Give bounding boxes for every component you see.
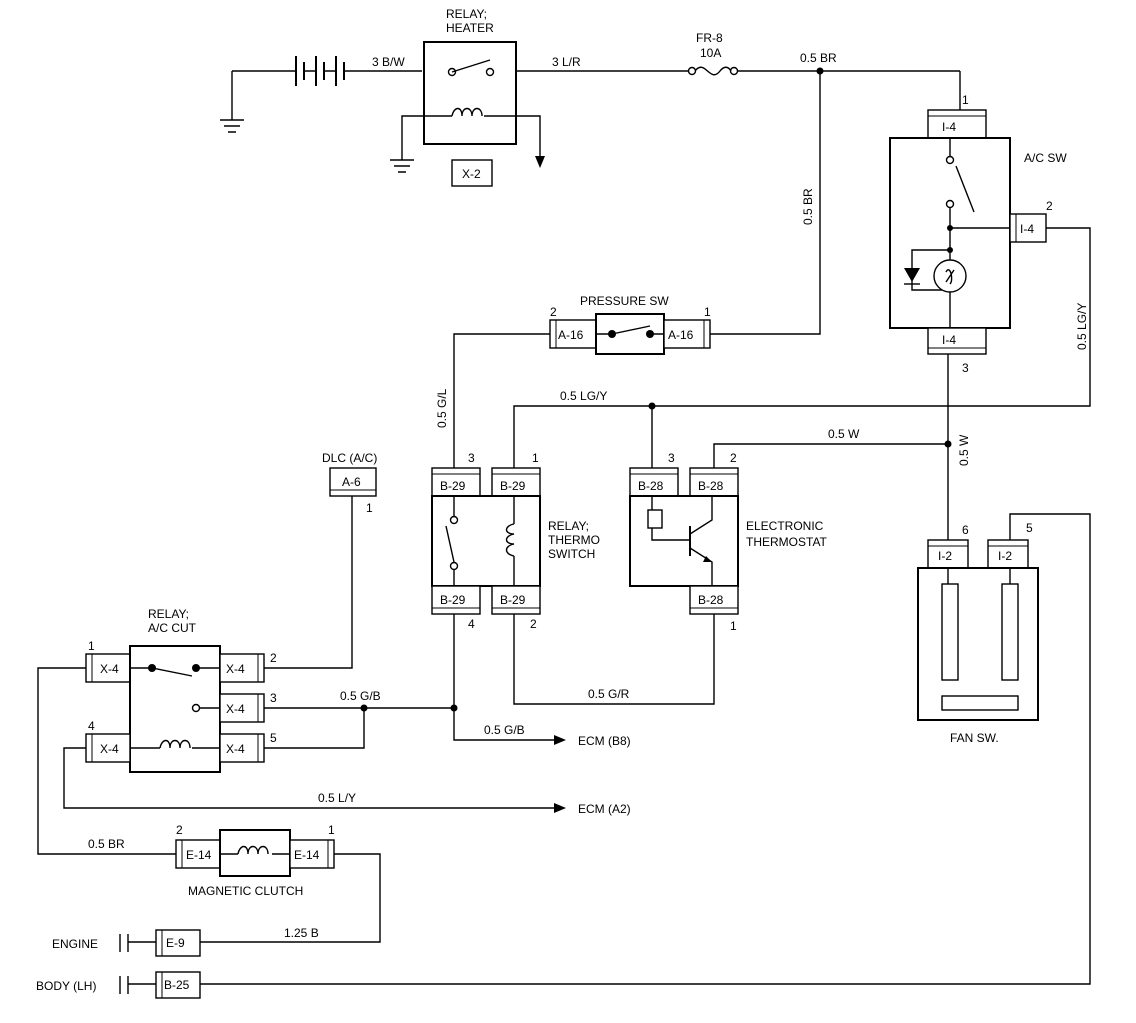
relay-ac-cut-pin-4: 4 xyxy=(88,719,95,733)
thermostat-title-2: THERMOSTAT xyxy=(746,535,828,549)
ac-switch xyxy=(889,109,1047,355)
thermostat-connector-bottom: B-28 xyxy=(698,593,724,607)
relay-thermo-switch xyxy=(431,467,541,615)
magnetic-clutch-title: MAGNETIC CLUTCH xyxy=(188,884,303,898)
ac-switch-pin-top: 1 xyxy=(962,93,969,107)
wire-05gb-relay-label: 0.5 G/B xyxy=(340,689,381,703)
thermostat-connector-tr: B-28 xyxy=(698,479,724,493)
ac-switch-connector-bottom: I-4 xyxy=(942,333,956,347)
pressure-switch-pin-right: 1 xyxy=(704,305,711,319)
engine-ground xyxy=(119,929,201,957)
relay-thermo-connector-tl: B-29 xyxy=(440,479,466,493)
relay-thermo-connector-br: B-29 xyxy=(500,593,526,607)
pressure-switch-pin-left: 2 xyxy=(550,305,557,319)
magnetic-clutch-connector-left: E-14 xyxy=(186,848,212,862)
battery-ground-symbol xyxy=(220,56,422,133)
relay-ac-cut-pin-2: 2 xyxy=(270,651,277,665)
wire-05gb-ecm-label: 0.5 G/B xyxy=(484,723,525,737)
ac-switch-title: A/C SW xyxy=(1024,151,1067,165)
relay-heater-title-1: RELAY; xyxy=(446,7,487,21)
relay-ac-cut-connector-4: X-4 xyxy=(100,742,119,756)
thermostat-title-1: ELECTRONIC xyxy=(746,519,824,533)
thermostat-connector-tl: B-28 xyxy=(638,479,664,493)
pressure-switch-title: PRESSURE SW xyxy=(580,294,669,308)
wire-05lgy-vertical-label: 0.5 LG/Y xyxy=(1075,303,1089,350)
wire-05lgy-horizontal-label: 0.5 LG/Y xyxy=(560,389,607,403)
wire-05w-horizontal-label: 0.5 W xyxy=(828,427,860,441)
relay-ac-cut-pin-5: 5 xyxy=(270,731,277,745)
relay-thermo-pin-top-right: 1 xyxy=(532,451,539,465)
fan-switch-pin-right: 5 xyxy=(1026,521,1033,535)
body-ground xyxy=(119,971,201,999)
wire-3lr-label: 3 L/R xyxy=(552,55,581,69)
ac-switch-connector-right: I-4 xyxy=(1020,222,1034,236)
relay-thermo-pin-top-left: 3 xyxy=(468,451,475,465)
relay-thermo-pin-bottom-right: 2 xyxy=(530,617,537,631)
wire-05w-vertical-label: 0.5 W xyxy=(957,434,971,466)
fuse-fr8 xyxy=(687,66,960,76)
relay-heater-connector-box xyxy=(451,159,493,187)
wire-125b-label: 1.25 B xyxy=(284,926,319,940)
relay-ac-cut-connector-5: X-4 xyxy=(226,742,245,756)
pressure-switch xyxy=(549,313,711,355)
dlc-connector xyxy=(262,467,377,669)
wire-05ly-label: 0.5 L/Y xyxy=(318,791,356,805)
body-ground-connector: B-25 xyxy=(164,978,190,992)
wire-05br-vertical-label: 0.5 BR xyxy=(801,188,815,225)
ac-switch-pin-right: 2 xyxy=(1046,199,1053,213)
ecm-b8-destination: ECM (B8) xyxy=(578,734,631,748)
relay-ac-cut-title-1: RELAY; xyxy=(148,607,189,621)
electronic-thermostat xyxy=(629,467,739,615)
thermostat-pin-top-left: 3 xyxy=(668,451,675,465)
pressure-switch-connector-left: A-16 xyxy=(558,328,584,342)
relay-ac-cut-pin-1: 1 xyxy=(88,639,95,653)
relay-thermo-connector-bl: B-29 xyxy=(440,593,466,607)
magnetic-clutch-pin-right: 1 xyxy=(328,823,335,837)
thermostat-pin-top-right: 2 xyxy=(730,451,737,465)
relay-thermo-title-3: SWITCH xyxy=(548,547,595,561)
ecm-a2-destination: ECM (A2) xyxy=(578,802,631,816)
relay-ac-cut-connector-3: X-4 xyxy=(226,702,245,716)
engine-ground-connector: E-9 xyxy=(166,936,185,950)
fan-switch xyxy=(917,539,1039,721)
relay-heater xyxy=(390,41,545,173)
relay-ac-cut-connector-2: X-4 xyxy=(226,662,245,676)
fuse-name: FR-8 xyxy=(696,31,723,45)
relay-heater-title-2: HEATER xyxy=(446,21,494,35)
relay-ac-cut-connector-1: X-4 xyxy=(100,662,119,676)
dlc-connector-label: A-6 xyxy=(342,475,361,489)
magnetic-clutch-pin-left: 2 xyxy=(176,823,183,837)
dlc-title: DLC (A/C) xyxy=(322,451,377,465)
magnetic-clutch xyxy=(175,829,335,877)
ac-switch-pin-bottom: 3 xyxy=(962,361,969,375)
thermostat-pin-bottom: 1 xyxy=(730,619,737,633)
relay-thermo-connector-tr: B-29 xyxy=(500,479,526,493)
fuse-rating: 10A xyxy=(700,46,721,60)
wire-05gr-label: 0.5 G/R xyxy=(588,687,630,701)
wire-3bw-label: 3 B/W xyxy=(372,55,405,69)
body-ground-label: BODY (LH) xyxy=(36,979,96,993)
fan-switch-connector-right: I-2 xyxy=(998,549,1012,563)
fan-switch-title: FAN SW. xyxy=(950,731,999,745)
ac-switch-connector-top: I-4 xyxy=(942,120,956,134)
magnetic-clutch-connector-right: E-14 xyxy=(294,848,320,862)
wire-05br-clutch-label: 0.5 BR xyxy=(88,837,125,851)
relay-ac-cut-pin-3: 3 xyxy=(270,691,277,705)
pressure-switch-connector-right: A-16 xyxy=(668,328,694,342)
relay-thermo-title-2: THERMO xyxy=(548,533,600,547)
wire-05gl-label: 0.5 G/L xyxy=(435,388,449,428)
dlc-pin: 1 xyxy=(366,501,373,515)
fan-switch-connector-left: I-2 xyxy=(938,549,952,563)
wire-05br-label-top: 0.5 BR xyxy=(800,51,837,65)
relay-ac-cut-title-2: A/C CUT xyxy=(148,621,197,635)
fan-switch-pin-left: 6 xyxy=(962,523,969,537)
relay-heater-connector: X-2 xyxy=(462,167,481,181)
relay-thermo-pin-bottom-left: 4 xyxy=(468,617,475,631)
engine-ground-label: ENGINE xyxy=(52,937,98,951)
relay-thermo-title-1: RELAY; xyxy=(548,519,589,533)
relay-ac-cut xyxy=(85,645,265,773)
